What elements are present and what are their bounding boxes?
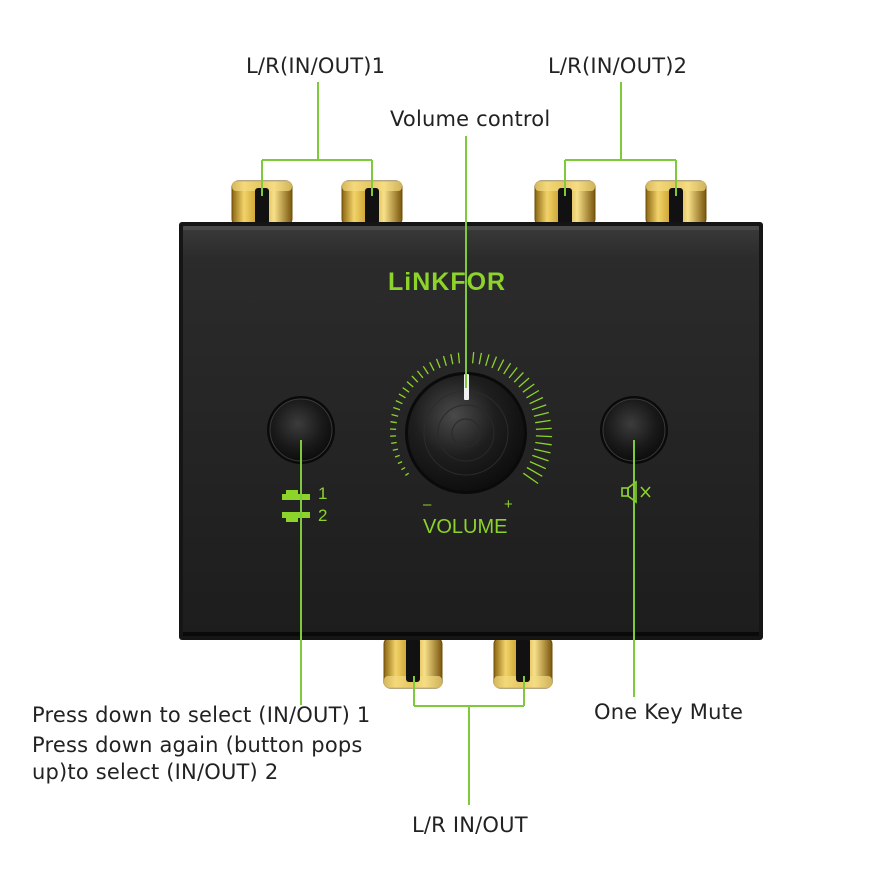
volume-tick <box>533 448 551 454</box>
volume-tick <box>522 472 539 485</box>
volume-plus-label: + <box>504 496 513 513</box>
callout-lines <box>261 82 677 805</box>
volume-tick <box>395 400 403 405</box>
volume-tick <box>393 406 401 411</box>
volume-tick <box>406 381 414 388</box>
volume-tick <box>535 441 552 446</box>
volume-tick <box>402 387 410 393</box>
rca-jack <box>383 637 443 689</box>
volume-tick <box>478 352 483 365</box>
callout-select-line3: up)to select (IN/OUT) 2 <box>32 760 279 784</box>
volume-tick <box>471 352 475 364</box>
mute-button[interactable] <box>600 396 668 464</box>
volume-tick <box>392 448 399 451</box>
volume-tick <box>531 404 547 411</box>
volume-label: VOLUME <box>423 516 508 538</box>
channel-2-label: 2 <box>318 506 328 525</box>
callout-top-left: L/R(IN/OUT)1 <box>246 54 386 78</box>
volume-tick <box>526 389 540 399</box>
volume-tick <box>390 421 397 424</box>
volume-tick <box>398 393 406 399</box>
volume-tick <box>422 365 429 375</box>
top-connectors <box>231 180 707 226</box>
callout-bottom: L/R IN/OUT <box>412 813 528 837</box>
callout-mute: One Key Mute <box>594 700 744 724</box>
volume-tick <box>405 472 410 476</box>
callout-top-right: L/R(IN/OUT)2 <box>548 54 688 78</box>
volume-tick <box>535 435 553 438</box>
volume-tick <box>508 367 518 379</box>
volume-scale <box>389 352 553 485</box>
bottom-connectors <box>383 637 553 689</box>
volume-tick <box>435 358 441 369</box>
volume-tick <box>535 419 551 424</box>
volume-tick <box>529 396 544 405</box>
volume-tick <box>529 461 547 470</box>
volume-tick <box>411 375 419 383</box>
volume-tick <box>522 383 535 393</box>
rca-jack <box>534 180 596 226</box>
volume-tick <box>442 355 447 366</box>
volume-tick <box>401 466 406 471</box>
volume-tick <box>450 353 454 365</box>
select-button[interactable] <box>267 396 335 464</box>
volume-tick <box>533 411 549 417</box>
channel-1-label: 1 <box>318 484 328 503</box>
volume-tick <box>457 352 461 364</box>
volume-tick <box>391 441 397 444</box>
volume-minus-label: – <box>423 496 432 513</box>
brand-logo: LiNKFOR <box>388 268 507 296</box>
volume-tick <box>535 427 552 430</box>
volume-knob[interactable] <box>405 372 527 494</box>
callout-select-line2: Press down again (button pops <box>32 733 363 757</box>
rca-jack <box>341 180 403 226</box>
volume-tick <box>513 372 524 383</box>
volume-tick <box>526 466 543 477</box>
callout-volume-control: Volume control <box>390 107 551 131</box>
volume-tick <box>397 461 403 465</box>
volume-tick <box>491 356 498 369</box>
switch-position-icon <box>282 490 310 522</box>
volume-tick <box>532 454 549 462</box>
volume-tick <box>497 359 505 371</box>
volume-tick <box>391 413 399 417</box>
volume-tick <box>503 362 512 375</box>
volume-tick <box>429 362 435 371</box>
callout-select-line1: Press down to select (IN/OUT) 1 <box>32 703 371 727</box>
volume-tick <box>394 454 400 458</box>
volume-tick <box>485 354 490 366</box>
volume-tick <box>416 370 424 379</box>
volume-tick <box>518 377 530 388</box>
